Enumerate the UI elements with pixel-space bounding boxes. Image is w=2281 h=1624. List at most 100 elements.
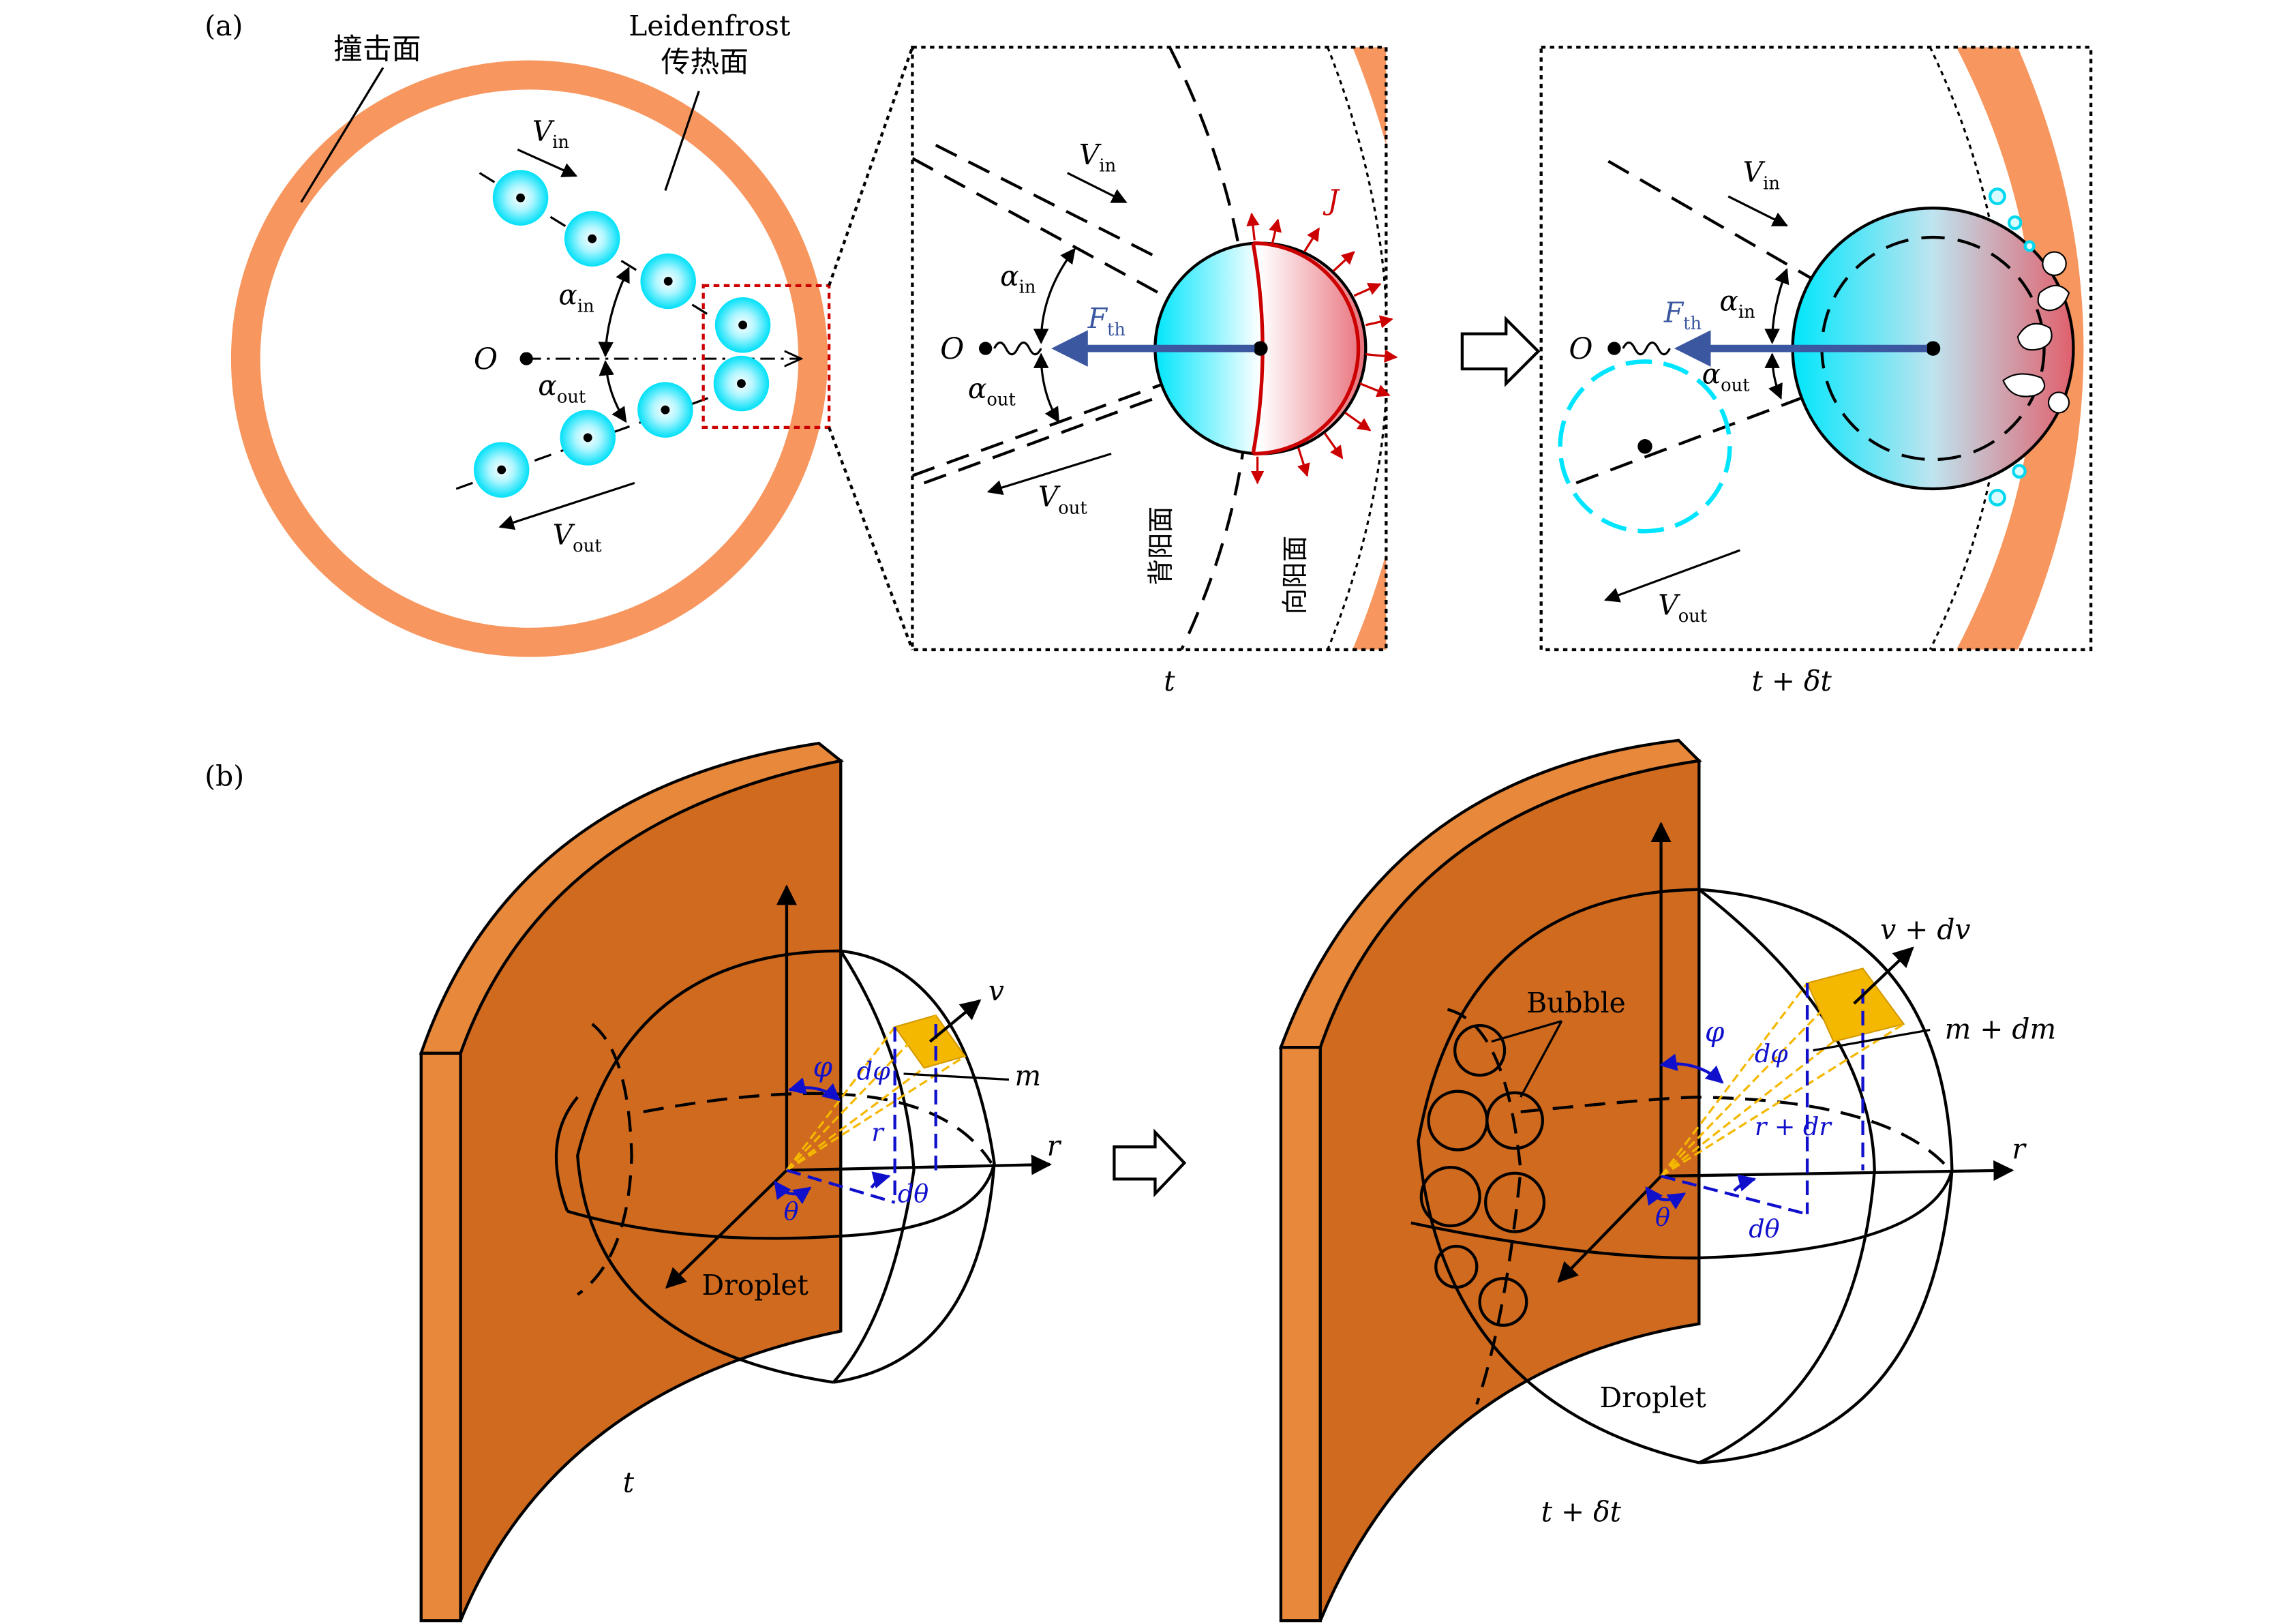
alpha-in-arc — [1764, 268, 1789, 344]
origin-dot — [978, 342, 993, 355]
incoming-trajectory — [479, 172, 750, 341]
wall-3d-t — [419, 741, 845, 1623]
zoom-box — [701, 284, 831, 430]
bubble — [1419, 1166, 1481, 1228]
dtheta-label: dθ — [898, 1179, 928, 1209]
droplet-previous — [1558, 359, 1732, 534]
theta-label: θ — [784, 1197, 799, 1226]
phi-arc — [1659, 1053, 1724, 1084]
axis-droplet — [1557, 1175, 1663, 1283]
dtheta-arc — [870, 1171, 891, 1189]
theta-label: θ — [1655, 1203, 1670, 1232]
bubble-label: Bubble — [1526, 987, 1626, 1019]
dphi-label: dφ — [857, 1057, 890, 1086]
theta-arc — [774, 1180, 812, 1205]
mass-element — [1806, 967, 1905, 1043]
droplet-label: Droplet — [1599, 1381, 1706, 1414]
alpha-in-arc — [1033, 247, 1076, 344]
dphi-label: dφ — [1755, 1039, 1788, 1068]
droplet-center — [1253, 341, 1268, 356]
wall-edge — [1279, 1046, 1322, 1623]
time-label-t-dt: t + δt — [1541, 1495, 1622, 1528]
transition-arrow — [1460, 316, 1541, 387]
traj-lower-dashed — [923, 396, 1156, 485]
panel-b-tag: (b) — [205, 760, 244, 792]
impact-surface-label: 撞击面 — [333, 32, 421, 66]
alpha-out-arc — [1033, 352, 1060, 423]
alpha-in-label: αin — [1000, 260, 1036, 298]
v-out-arrow — [498, 481, 635, 530]
leidenfrost-label: Leidenfrost — [629, 10, 791, 42]
zoom-line — [828, 427, 914, 650]
phi-label: φ — [813, 1051, 833, 1083]
bubble — [1478, 1277, 1528, 1327]
r-label: r — [1047, 1130, 1062, 1162]
alpha-out-label: αout — [1702, 358, 1751, 396]
origin-label: O — [940, 332, 964, 366]
sphere-3d-t-dt — [1410, 888, 1954, 1464]
v-in-label: Vin — [532, 115, 569, 153]
bubble — [1484, 1171, 1546, 1233]
origin-dot — [1607, 342, 1621, 355]
flux-arrows — [1246, 212, 1398, 485]
time-label-t: t — [623, 1466, 635, 1499]
v-in-label: Vin — [1079, 138, 1116, 177]
incoming-droplets — [492, 170, 771, 353]
bubble — [1434, 1244, 1479, 1289]
zoom-panel-t-dt — [1929, 47, 2084, 650]
thermal-force-label: Fth — [1087, 302, 1126, 340]
velocity-arrow — [928, 999, 982, 1043]
phi-arc — [787, 1077, 841, 1102]
bubble — [1453, 1024, 1507, 1077]
leidenfrost-pointer — [664, 91, 700, 191]
sphere-3d-t — [554, 949, 996, 1384]
v-in-arrow — [1067, 172, 1128, 204]
m-pointer — [1813, 1029, 1931, 1052]
yellow-cone — [1660, 967, 1905, 1177]
m-pointer — [903, 1072, 1010, 1081]
impact-ring — [230, 60, 828, 657]
vapor-bubbles — [2002, 251, 2070, 414]
bubble-pointer — [1491, 1020, 1562, 1043]
alpha-in-label: αin — [1719, 284, 1755, 322]
wall-3d-t-dt — [1278, 738, 1702, 1623]
v-in-label: Vin — [1743, 156, 1780, 194]
back-face-label: 背阳面 — [1146, 507, 1177, 586]
wall-edge — [419, 1051, 462, 1623]
alpha-out-label: αout — [538, 370, 586, 408]
alpha-in-arc — [598, 267, 630, 358]
transition-arrow — [1113, 1128, 1187, 1198]
flux-label: J — [1323, 183, 1341, 216]
outgoing-droplets — [473, 355, 770, 498]
origin-label: O — [474, 342, 498, 376]
axis-r — [786, 1154, 1053, 1175]
r-radius-label: r — [871, 1118, 885, 1147]
alpha-in-label: αin — [558, 279, 594, 317]
r-dr-label: r + dr — [1755, 1112, 1832, 1141]
v-in-arrow — [517, 148, 578, 177]
v-out-arrow — [1603, 549, 1740, 603]
traj-lower-dashed — [1575, 347, 1934, 485]
bubbles — [1419, 1024, 1546, 1327]
droplet-center — [1925, 341, 1941, 356]
velocity-arrow — [1853, 946, 1914, 1005]
impact-surface-pointer — [300, 67, 384, 203]
axis-r — [1661, 1160, 2014, 1181]
break-mark — [993, 341, 1042, 356]
phi-label: φ — [1705, 1016, 1725, 1049]
dtheta-arc — [1733, 1174, 1757, 1192]
thermal-force-label: Fth — [1663, 296, 1702, 334]
droplet-previous-center — [1637, 439, 1652, 454]
m-dm-label: m + dm — [1945, 1012, 2056, 1045]
panel-a-tag: (a) — [205, 10, 243, 42]
wall-arc — [1956, 47, 2084, 650]
zoom-panel-frame — [1539, 46, 2093, 652]
time-label-t-dt: t + δt — [1752, 665, 1832, 697]
v-out-label: Vout — [1038, 481, 1087, 519]
v-dv-label: v + dv — [1880, 914, 1970, 946]
r-label: r — [2012, 1132, 2027, 1165]
droplet-label: Droplet — [702, 1269, 809, 1302]
break-mark — [1622, 341, 1671, 356]
sun-facing-half — [1253, 241, 1361, 456]
